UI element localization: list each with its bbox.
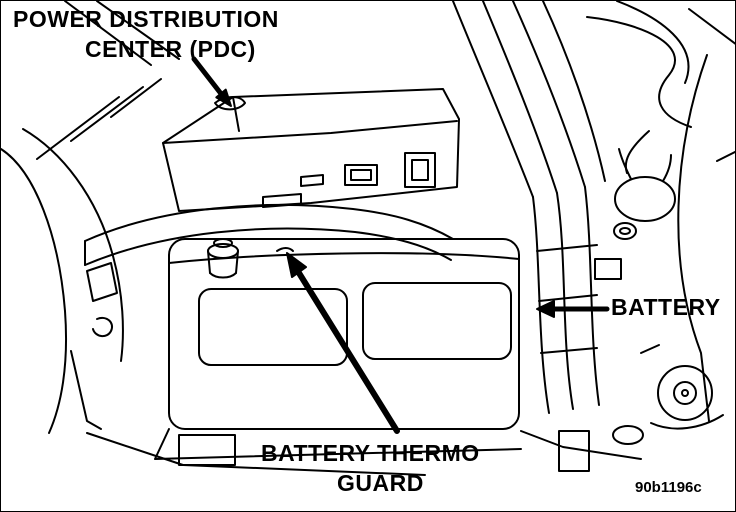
pdc-label-line1: POWER DISTRIBUTION [13, 6, 279, 32]
left-fender [1, 1, 180, 434]
thermo-guard-arrow [286, 252, 400, 434]
battery-arrow [536, 300, 610, 318]
pdc-box [162, 88, 460, 212]
battery-tray [86, 428, 642, 476]
pdc-label-line2: CENTER (PDC) [85, 36, 256, 62]
wiring-harness [452, 1, 692, 414]
reservoir-cap [613, 148, 676, 240]
hose [84, 204, 454, 266]
figure-code: 90b1196c [635, 479, 702, 496]
thermo-guard-label-line2: GUARD [337, 470, 424, 496]
thermo-guard-label-line1: BATTERY THERMO [261, 440, 480, 466]
pulley [612, 344, 724, 445]
right-body-panel [677, 8, 735, 422]
battery-body [168, 238, 520, 430]
pdc-arrow [191, 56, 232, 107]
battery-label: BATTERY [611, 294, 721, 320]
